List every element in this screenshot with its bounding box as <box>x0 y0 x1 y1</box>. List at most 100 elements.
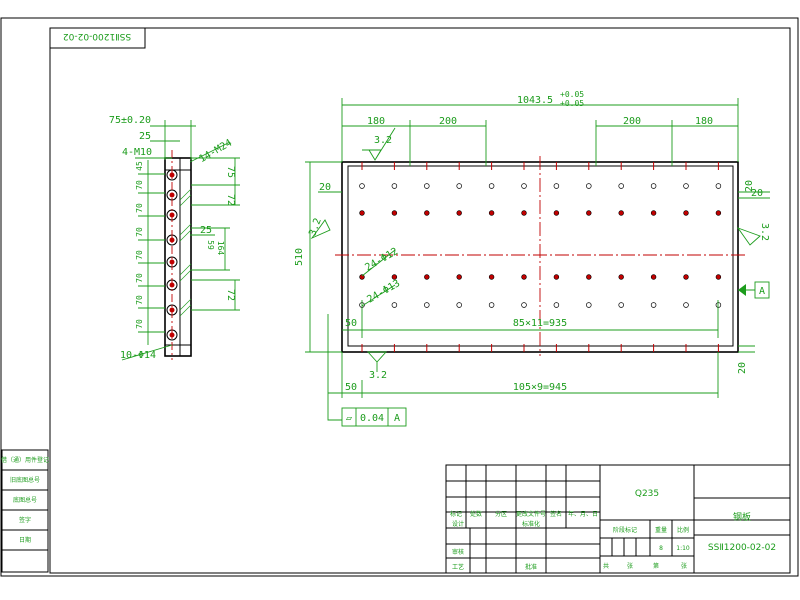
side-d72a: 72 <box>225 194 236 206</box>
plate-hole-threaded <box>424 210 430 216</box>
strip-2: 旧底图总号 <box>10 476 40 484</box>
plate-hole-threaded <box>650 210 657 216</box>
datum-a: A <box>759 286 765 297</box>
side-d72b: 72 <box>225 289 236 301</box>
tb-process: 工艺 <box>452 563 464 571</box>
tb-weight: 重量 <box>655 526 667 534</box>
holes-13: 24-Φ13 <box>365 278 402 306</box>
plate-hole <box>650 183 657 189</box>
title-block: Q235 钢板 SSⅡ1200-02-02 标记 处数 分区 更改文件号 签名 … <box>445 464 791 574</box>
side-hole-core <box>169 237 175 243</box>
top-drawing-number: SSⅡ1200-02-02 <box>63 31 131 41</box>
front-height: 510 <box>294 248 305 266</box>
side-d59: 59 <box>206 240 215 250</box>
tb-design: 设计 <box>452 520 464 528</box>
pitch-row: 85×11=935 <box>513 318 567 329</box>
plate-hole-threaded <box>715 274 722 280</box>
plate-hole-threaded <box>488 274 495 280</box>
plate-hole-threaded <box>391 210 398 216</box>
front-20bot: 20 <box>737 362 748 374</box>
tb-scale-label: 比例 <box>677 526 689 534</box>
side-pitch-label: 70 <box>135 227 144 237</box>
strip-3: 底图总号 <box>13 496 37 504</box>
side-pitch-label: 45 <box>135 161 144 171</box>
tb-row-count: 处数 <box>470 510 482 518</box>
front-view: 1043.5 +0.05 +0.05 180 200 200 180 3.2 5… <box>294 90 770 427</box>
tb-row-sign: 签名 <box>550 510 562 518</box>
plate-hole-threaded <box>683 210 689 216</box>
strip-4: 签字 <box>19 516 31 524</box>
plate-hole <box>456 183 462 189</box>
front-180l: 180 <box>367 116 385 127</box>
plate-hole <box>715 183 722 189</box>
side-view: 75±0.20 25 4-M10 14-M24 4570707070707070… <box>109 115 240 361</box>
plate-hole <box>359 183 365 189</box>
tb-stage: 阶段标记 <box>613 526 637 534</box>
flatness-symbol: ▱ <box>346 413 352 424</box>
front-overall-tol2: +0.05 <box>560 99 584 108</box>
side-width-tol: 75±0.20 <box>109 115 151 126</box>
tb-drawing-number: SSⅡ1200-02-02 <box>708 543 776 553</box>
plate-hole <box>521 183 527 189</box>
plate-hole-threaded <box>456 274 462 280</box>
tb-standard: 标准化 <box>522 520 540 528</box>
side-d25: 25 <box>139 131 151 142</box>
plate-hole <box>586 183 592 189</box>
front-overall-tol: +0.05 <box>560 90 584 99</box>
front-200r: 200 <box>623 116 641 127</box>
plate-hole-threaded <box>618 210 624 216</box>
front-20r: 20 <box>744 180 755 192</box>
plate-hole-threaded <box>553 274 560 280</box>
plate-hole-threaded <box>715 210 722 216</box>
tb-sheets: 共 <box>603 562 609 570</box>
plate-hole <box>650 302 657 308</box>
plate-hole <box>456 302 462 308</box>
tb-check: 审核 <box>452 548 464 556</box>
plate-hole-threaded <box>424 274 430 280</box>
tb-row-mark: 标记 <box>450 510 462 518</box>
rough-bottom: 3.2 <box>369 370 387 381</box>
side-pitch-label: 70 <box>135 180 144 190</box>
rough-top: 3.2 <box>374 135 392 146</box>
plate-hole-threaded <box>521 210 527 216</box>
plate-hole <box>424 302 430 308</box>
plate-hole <box>683 302 689 308</box>
plate-hole-threaded <box>586 210 592 216</box>
plate-hole <box>424 183 430 189</box>
strip-5: 日期 <box>19 536 31 544</box>
plate-hole-threaded <box>359 210 365 216</box>
plate-hole-threaded <box>456 210 462 216</box>
plate-hole <box>618 302 624 308</box>
side-m10: 4-M10 <box>122 147 152 158</box>
plate-hole-threaded <box>359 274 365 280</box>
tb-row-date: 年、月、日 <box>568 510 598 518</box>
flatness-value: 0.04 <box>360 413 384 424</box>
flatness-ref: A <box>394 413 400 424</box>
side-holes14: 10-Φ14 <box>120 350 156 361</box>
tb-of: 第 <box>653 562 659 570</box>
side-pitch-label: 70 <box>135 273 144 283</box>
tb-sheet: 张 <box>627 562 633 570</box>
side-hole-core <box>169 332 175 338</box>
side-d25b: 25 <box>200 225 212 236</box>
side-pitch-label: 70 <box>135 203 144 213</box>
plate-hole <box>488 302 495 308</box>
plate-hole <box>586 302 592 308</box>
plate-hole-threaded <box>618 274 624 280</box>
holes-12: 24-Φ12 <box>363 246 400 274</box>
front-200l: 200 <box>439 116 457 127</box>
left-strip: 借（通）用件登记 旧底图总号 底图总号 签字 日期 <box>1 449 49 573</box>
front-overall: 1043.5 <box>517 95 553 106</box>
plate-hole-threaded <box>521 274 527 280</box>
side-d164: 164 <box>216 241 225 256</box>
tb-sheet2: 张 <box>681 562 687 570</box>
plate-hole <box>618 183 624 189</box>
plate-hole-threaded <box>391 274 398 280</box>
plate-hole <box>521 302 527 308</box>
side-pitch-label: 70 <box>135 250 144 260</box>
plate-hole-threaded <box>586 274 592 280</box>
plate-hole <box>391 302 398 308</box>
plate-hole-threaded <box>683 274 689 280</box>
tb-scale: 1:10 <box>676 545 690 552</box>
